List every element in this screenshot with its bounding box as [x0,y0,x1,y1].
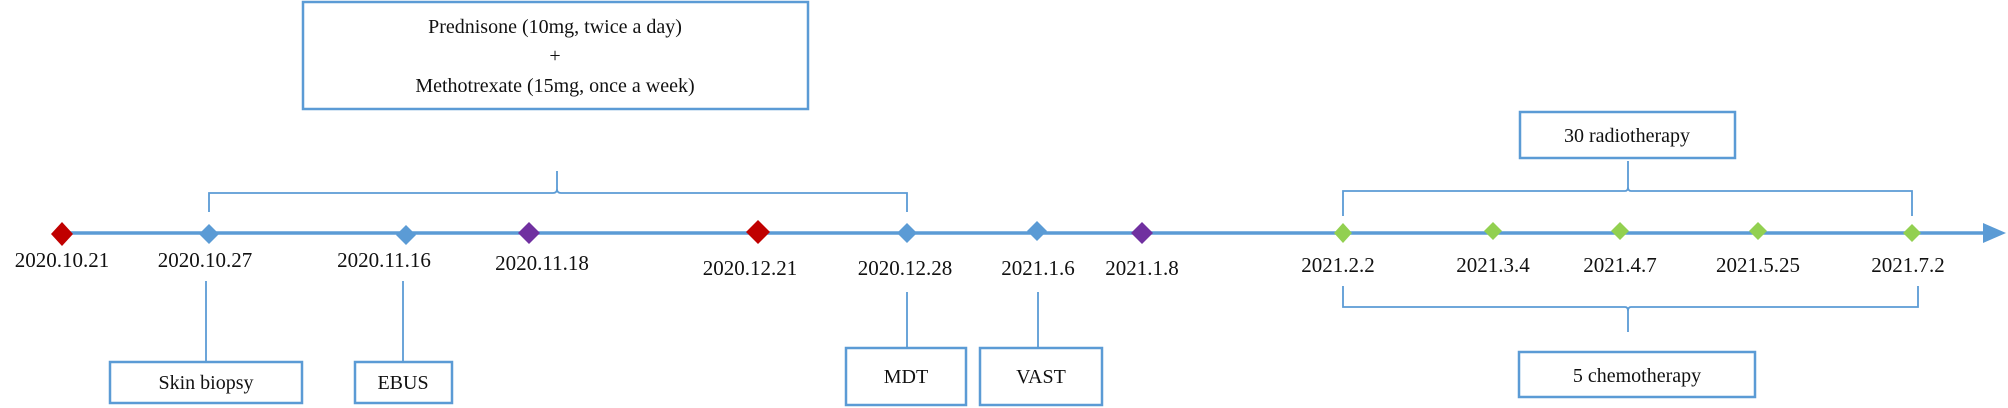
date-label: 2020.12.21 [703,256,798,280]
event-marker-2021-1-6 [1027,221,1047,241]
date-label: 2021.5.25 [1716,253,1800,277]
skin-biopsy-box: Skin biopsy [108,360,304,405]
event-marker-2021-3-4 [1484,222,1502,240]
chemotherapy-brace [1342,286,1919,332]
medication-period-brace [208,171,908,212]
top-box-line1: Prednisone (10mg, twice a day) [428,16,682,38]
event-marker-2020-11-16 [396,225,416,245]
ebus-label: EBUS [377,372,428,394]
date-label: 2020.11.18 [495,251,589,275]
event-marker-2021-2-2 [1334,223,1352,243]
top-box-line3: Methotrexate (15mg, once a week) [415,75,694,97]
date-labels: 2020.10.21 2020.10.27 2020.11.16 2020.11… [15,248,1945,280]
chemotherapy-label: 5 chemotherapy [1573,365,1701,387]
event-marker-2020-11-18 [518,222,540,244]
event-marker-2020-12-21 [746,220,770,244]
date-label: 2021.7.2 [1871,253,1945,277]
chemotherapy-box: 5 chemotherapy [1517,350,1757,399]
date-label: 2021.2.2 [1301,253,1375,277]
ebus-box: EBUS [353,360,454,405]
event-marker-2021-7-2 [1903,224,1921,242]
date-label: 2021.4.7 [1583,253,1657,277]
event-marker-2021-1-8 [1131,222,1153,244]
radiotherapy-brace [1342,161,1913,216]
event-marker-2020-10-27 [199,224,219,244]
event-marker-2021-5-25 [1749,222,1767,240]
date-label: 2020.10.27 [158,248,253,272]
skin-biopsy-label: Skin biopsy [158,372,253,394]
top-box-line2: + [549,45,560,67]
date-label: 2021.3.4 [1456,253,1530,277]
event-marker-2020-10-21 [51,222,73,246]
date-label: 2021.1.8 [1105,256,1179,280]
vast-label: VAST [1016,366,1066,388]
date-label: 2020.12.28 [858,256,953,280]
event-marker-2020-12-28 [897,223,917,243]
event-marker-2021-4-7 [1611,222,1629,240]
mdt-box: MDT [844,346,968,407]
vast-box: VAST [978,346,1104,407]
radiotherapy-box: 30 radiotherapy [1518,110,1737,160]
date-label: 2020.10.21 [15,248,110,272]
date-label: 2021.1.6 [1001,256,1075,280]
radiotherapy-label: 30 radiotherapy [1564,125,1690,147]
event-markers [51,220,1921,246]
mdt-label: MDT [884,366,928,388]
date-label: 2020.11.16 [337,248,431,272]
top-medication-box: Prednisone (10mg, twice a day) + Methotr… [301,0,810,111]
timeline-arrowhead [1983,223,2006,243]
